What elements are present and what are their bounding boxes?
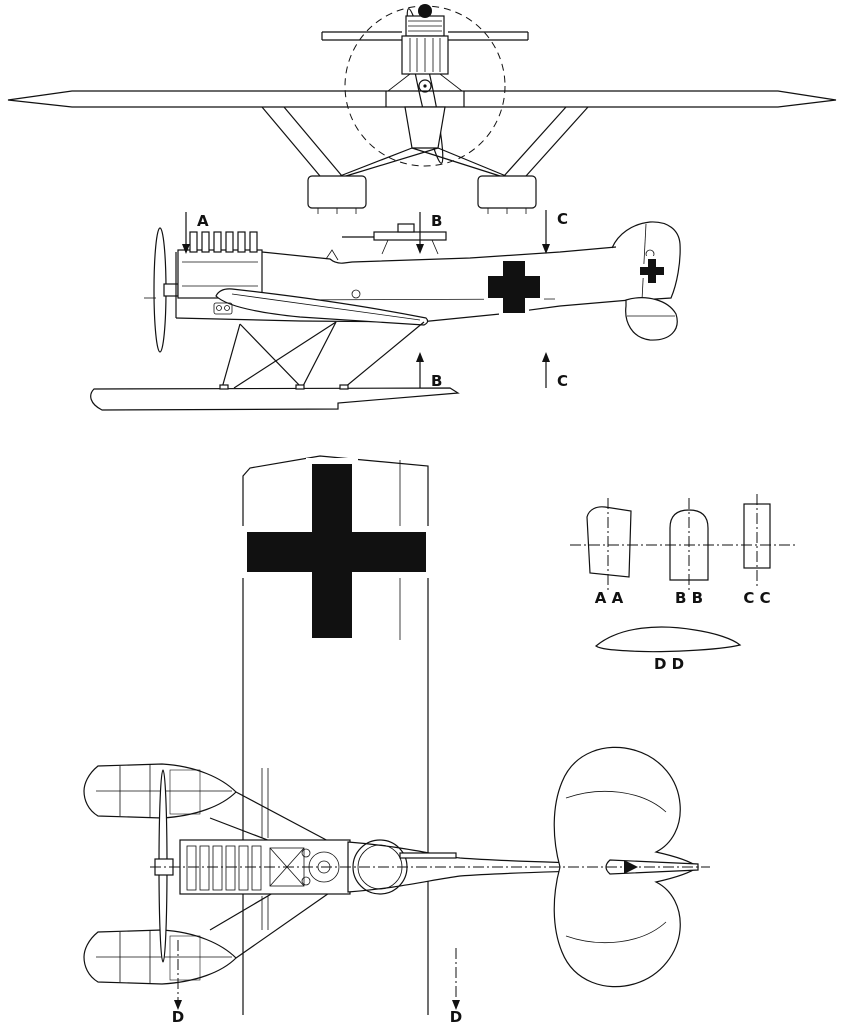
- section-label-a-top: A: [197, 212, 209, 230]
- engine-front: [401, 35, 449, 75]
- profile-label-dd: D D: [654, 655, 684, 673]
- gun-plan: [399, 852, 457, 859]
- section-line-c-bottom: C: [542, 352, 568, 390]
- profile-label-bb: B B: [675, 589, 703, 607]
- profile-label-cc: C C: [743, 589, 770, 607]
- step-detail: [351, 289, 361, 299]
- float-struts-front: [261, 106, 589, 177]
- arrow-down-icon: [182, 244, 190, 254]
- side-view: A B C B C: [90, 210, 681, 411]
- arrow-down-icon: [542, 244, 550, 254]
- section-bb: B B: [669, 498, 709, 607]
- section-label-d-left: D: [172, 1008, 184, 1024]
- section-label-b-bottom: B: [431, 372, 442, 390]
- float-right-front: [477, 175, 537, 214]
- main-float-side: [90, 384, 460, 411]
- section-line-c-top: C: [542, 210, 568, 254]
- profile-label-aa: A A: [595, 589, 624, 607]
- strut-sections: A A B B C C D D: [570, 494, 795, 673]
- arrow-up-icon: [416, 352, 424, 362]
- section-dd-airfoil: D D: [595, 626, 742, 673]
- section-line-b-bottom: B: [416, 352, 442, 390]
- exhaust-stacks: [189, 231, 258, 253]
- machine-gun-side: [342, 223, 447, 255]
- front-view: [7, 4, 837, 214]
- section-label-c-top: C: [557, 210, 568, 228]
- section-line-d-right: D: [450, 948, 462, 1024]
- arrow-down-icon: [452, 1000, 460, 1010]
- windscreen: [325, 249, 339, 261]
- arrow-up-icon: [542, 352, 550, 362]
- header-tank: [418, 4, 432, 18]
- iron-cross-tail: [637, 256, 667, 286]
- section-line-a: A: [182, 212, 209, 254]
- float-plan-lower: [83, 929, 237, 985]
- tailplane-behind-front: [321, 31, 529, 92]
- section-line-d-left: D: [172, 940, 184, 1024]
- fuselage-front: [404, 106, 446, 149]
- fuselage-marking: [213, 302, 233, 315]
- plan-view: D D: [83, 455, 710, 1024]
- wing-front: [7, 90, 837, 108]
- section-aa: A A: [586, 498, 632, 607]
- tail-float-side: [625, 297, 678, 341]
- propeller-hub-center: [423, 84, 427, 88]
- radiator-front: [405, 4, 445, 37]
- arrow-down-icon: [416, 244, 424, 254]
- float-struts-side: [221, 321, 425, 389]
- section-label-d-right: D: [450, 1008, 462, 1024]
- iron-cross-wing: [241, 458, 432, 644]
- wing-plan: [242, 455, 429, 1015]
- section-label-c-bottom: C: [557, 372, 568, 390]
- iron-cross-fuselage: [484, 257, 544, 317]
- section-cc: C C: [743, 494, 771, 607]
- wing-root-side: [215, 288, 429, 326]
- section-label-b-top: B: [431, 212, 442, 230]
- float-left-front: [307, 175, 367, 214]
- section-line-b-top: B: [416, 212, 442, 254]
- arrow-down-icon: [174, 1000, 182, 1010]
